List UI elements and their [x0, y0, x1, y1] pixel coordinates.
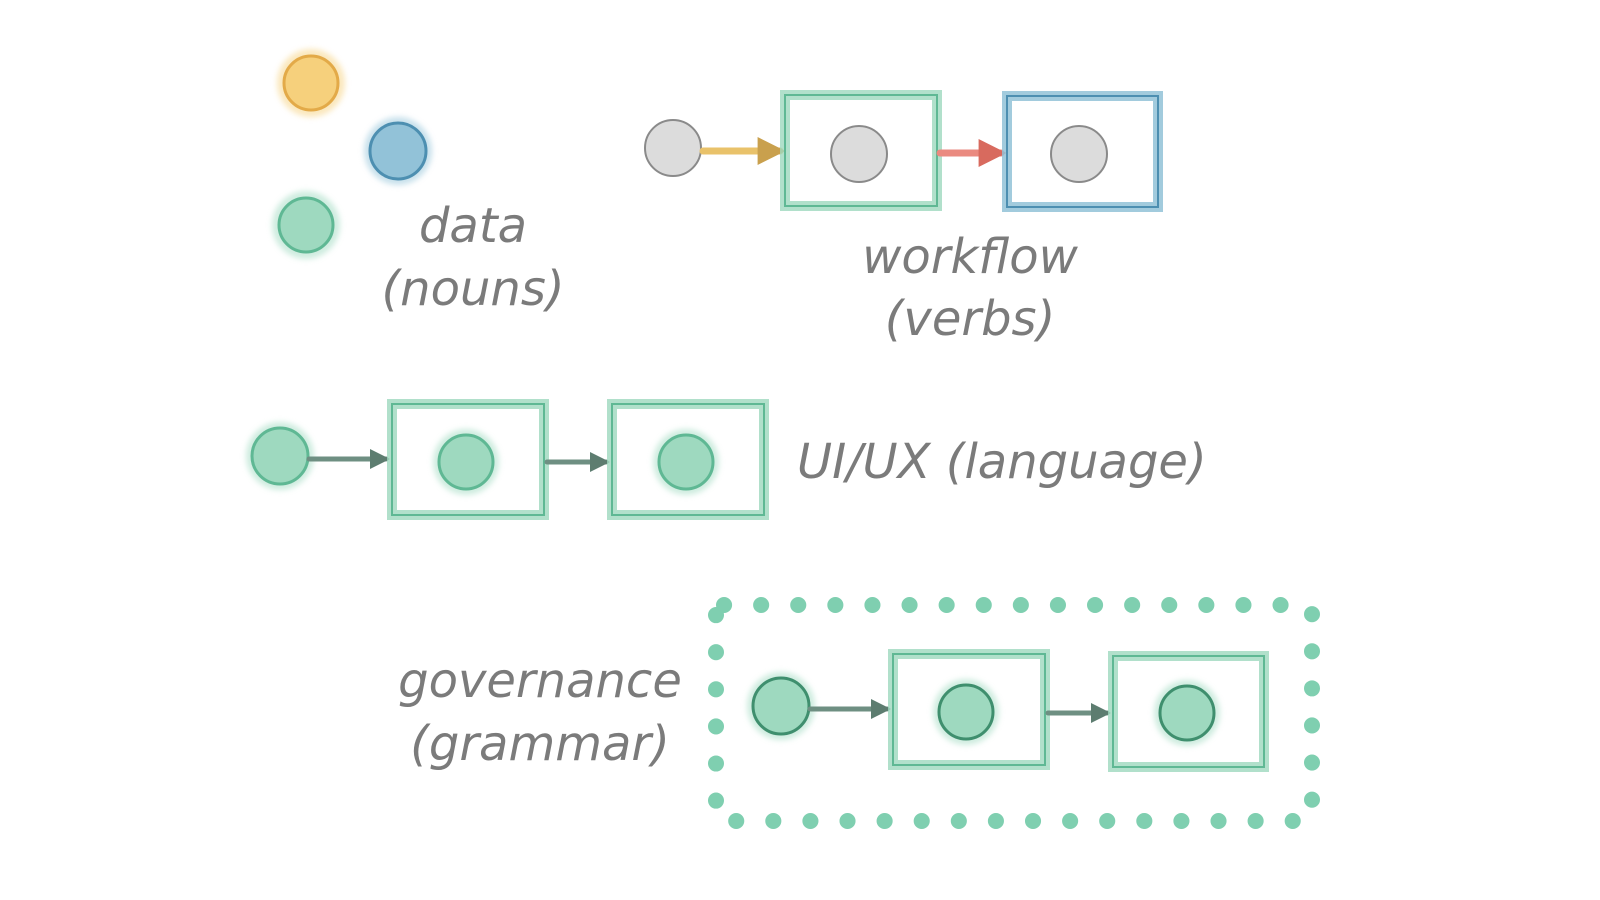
blue-data-circle [364, 117, 432, 185]
workflow-label: workflow [862, 229, 1079, 285]
uiux-section: UI/UX (language) [246, 399, 1207, 520]
green-data-circle [272, 191, 340, 259]
uiux-input-node [246, 422, 314, 490]
yellow-data-circle [277, 49, 345, 117]
governance-input-node [747, 672, 815, 740]
workflow-node-2 [1050, 125, 1108, 183]
grammar-label: (grammar) [410, 716, 670, 772]
workflow-section: workflow (verbs) [644, 90, 1163, 347]
nouns-label: (nouns) [381, 261, 564, 317]
governance-section: governance (grammar) [398, 597, 1320, 829]
uiux-box-1 [387, 399, 549, 520]
governance-box-1 [888, 649, 1050, 770]
governance-dotted-border [708, 597, 1320, 829]
workflow-input-node [644, 119, 702, 177]
governance-box-2 [1108, 651, 1269, 772]
uiux-box-2 [607, 399, 769, 520]
uiux-label: UI/UX (language) [797, 434, 1207, 490]
verbs-label: (verbs) [885, 291, 1056, 347]
data-section: data (nouns) [272, 49, 565, 317]
governance-label: governance [398, 653, 682, 709]
workflow-box-green [780, 90, 942, 211]
workflow-box-blue [1002, 91, 1163, 212]
workflow-node-1 [830, 125, 888, 183]
data-label: data [419, 198, 527, 254]
